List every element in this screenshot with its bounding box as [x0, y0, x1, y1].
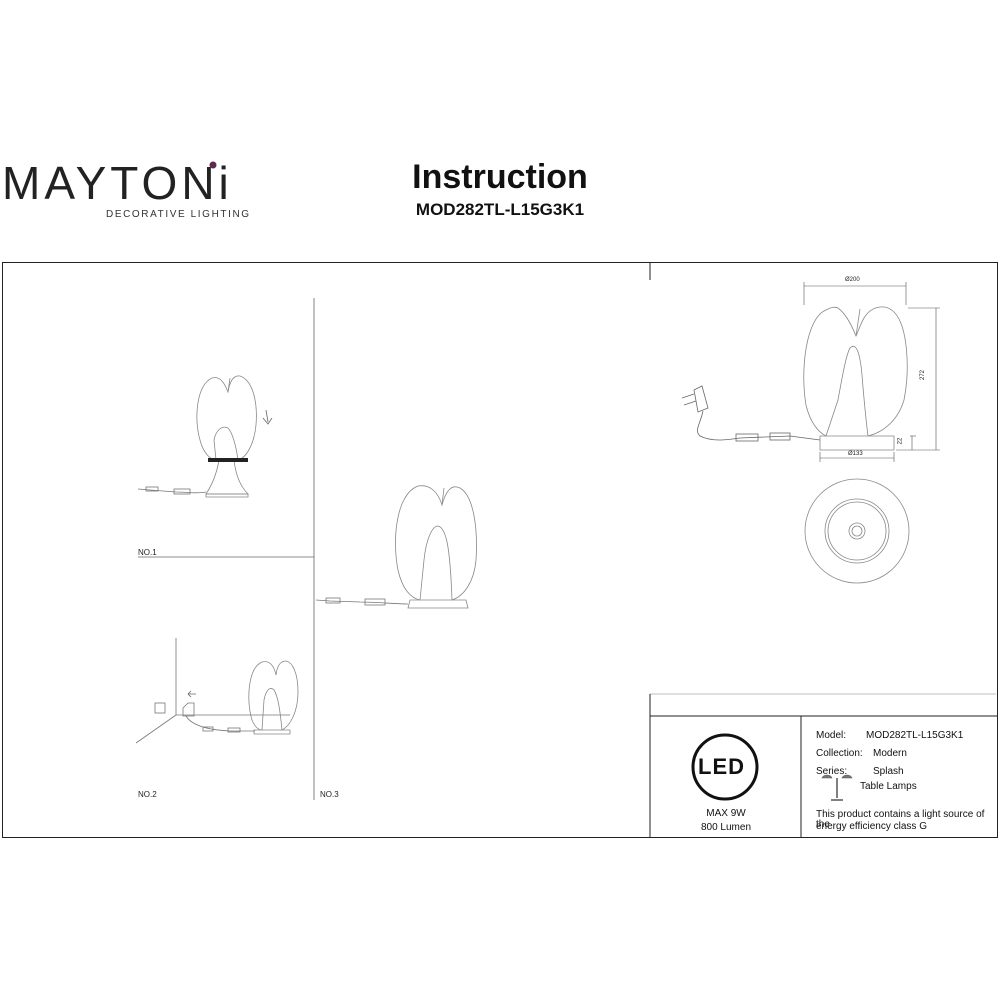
step1-cable	[137, 486, 207, 495]
step2-lamp-drawing	[248, 660, 299, 735]
led-label: LED	[698, 754, 745, 779]
step1-label: NO.1	[138, 548, 157, 557]
max-power: MAX 9W	[706, 808, 746, 819]
model-label: Model:	[816, 730, 847, 741]
instruction-frame	[2, 262, 998, 838]
step1-lamp-drawing	[196, 375, 273, 498]
step3-lamp-drawing	[395, 485, 477, 609]
brand-logo: MAYTONi	[2, 157, 233, 209]
step3-label: NO.3	[320, 790, 339, 799]
series-value: Splash	[873, 766, 904, 777]
series-label: Series:	[816, 766, 848, 777]
step2-label: NO.2	[138, 790, 157, 799]
model-code-heading: MOD282TL-L15G3K1	[415, 200, 585, 219]
step1-base-plate	[208, 458, 248, 462]
collection-value: Modern	[873, 748, 907, 759]
brand-tagline: DECORATIVE LIGHTING	[106, 209, 251, 220]
energy-class-line1: This product contains a light source of …	[816, 809, 985, 830]
brand-accent-dot	[209, 161, 217, 169]
table-lamp-icon	[821, 774, 853, 801]
model-value: MOD282TL-L15G3K1	[866, 730, 964, 741]
dimension-lines	[803, 282, 940, 462]
collection-label: Collection:	[816, 748, 863, 759]
dimension-top-view	[804, 478, 910, 584]
lumen-value: 800 Lumen	[700, 822, 752, 833]
dim-height: 272	[920, 369, 927, 381]
type-value: Table Lamps	[860, 781, 917, 792]
dim-base-diameter: Ø133	[848, 451, 863, 457]
step2-wall-drawing	[135, 638, 290, 744]
energy-class-line2: energy efficiency class G	[816, 821, 927, 832]
page-title: Instruction	[412, 158, 588, 196]
dimension-adapter-cable	[681, 385, 821, 442]
dim-base-height: 22	[897, 437, 904, 445]
dimension-lamp-front	[803, 306, 908, 451]
step3-cable	[315, 597, 409, 606]
dim-top-diameter: Ø200	[845, 277, 860, 283]
led-badge-circle	[691, 733, 759, 801]
